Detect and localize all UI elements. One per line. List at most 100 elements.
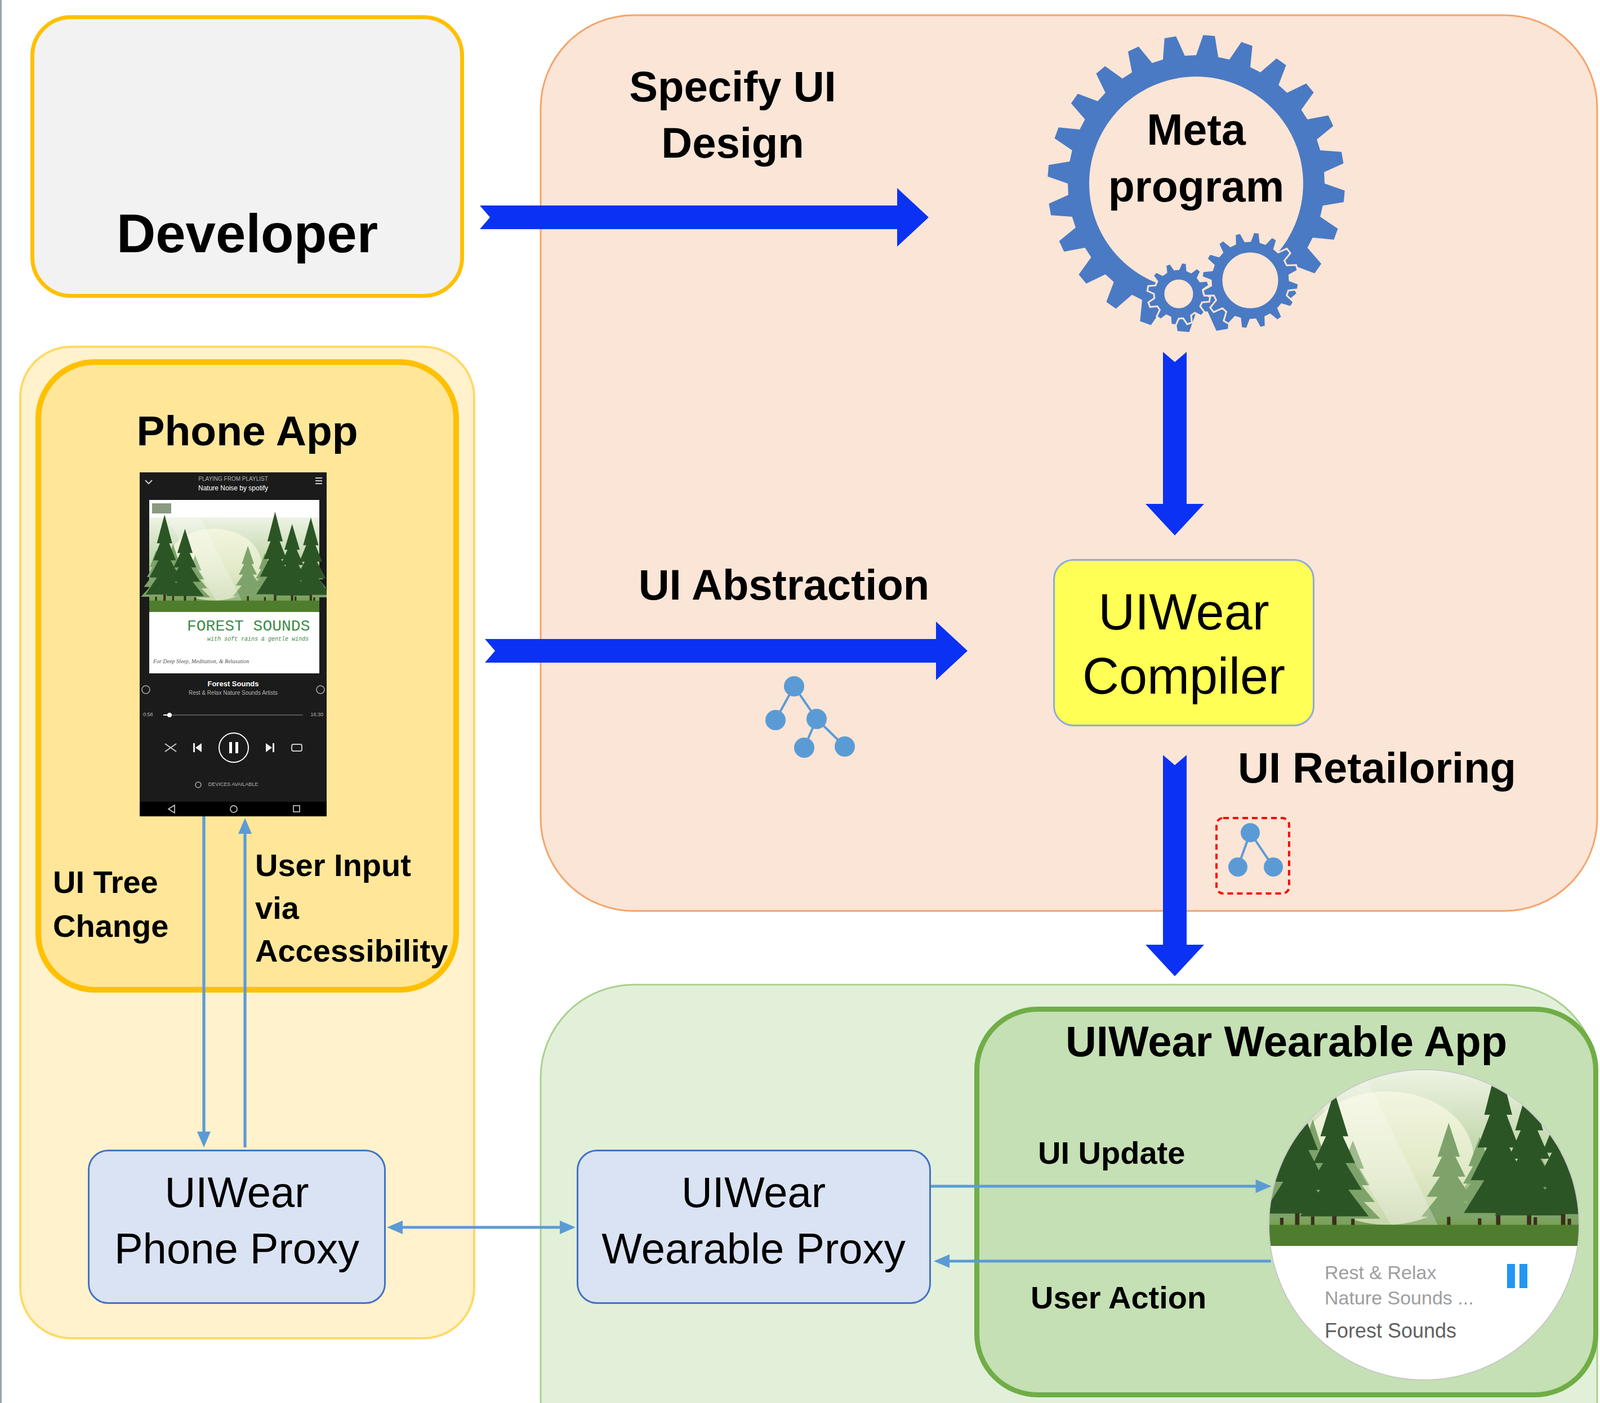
recent-icon bbox=[293, 805, 300, 813]
edge-label: UI Retailoring bbox=[1237, 742, 1588, 794]
pause-button bbox=[219, 733, 249, 763]
back-icon bbox=[168, 805, 175, 814]
nav-bar bbox=[139, 801, 327, 817]
developer-box: Developer bbox=[30, 15, 465, 298]
flow-arrow bbox=[479, 188, 929, 247]
node-label: Nature Noise by spotify bbox=[139, 484, 327, 493]
pause-bar bbox=[1507, 1264, 1515, 1289]
small-gear bbox=[1147, 262, 1211, 326]
text-frame: Forest Sounds bbox=[1324, 1318, 1494, 1344]
node-label: 0:58 bbox=[143, 711, 163, 719]
node-label: UIWear Wearable Proxy bbox=[593, 1164, 915, 1278]
tree-tier bbox=[166, 572, 204, 597]
text-frame: DEVICES AVAILABLE bbox=[139, 781, 327, 788]
chevron-icon bbox=[145, 480, 153, 484]
page-edge-line bbox=[0, 0, 2, 1403]
gear-node: Meta program bbox=[1045, 32, 1348, 335]
compiler-box: UIWear Compiler bbox=[1053, 559, 1315, 727]
retailored-tree-icon bbox=[1216, 818, 1290, 894]
menu-icon bbox=[315, 480, 323, 482]
next-icon bbox=[272, 743, 275, 753]
node-label: UIWear Wearable App bbox=[974, 1015, 1599, 1068]
node-outline bbox=[977, 1009, 1597, 1396]
label-frame: User Input via Accessibility bbox=[255, 844, 456, 973]
album-cover bbox=[149, 500, 320, 674]
text-frame: Nature Noise by spotify bbox=[139, 484, 327, 493]
proxy-box: UIWear Phone Proxy bbox=[87, 1150, 386, 1305]
phone-screen: PLAYING FROM PLAYLISTNature Noise by spo… bbox=[139, 472, 327, 817]
forest-sky bbox=[149, 517, 320, 613]
node-label: with soft rains & gentle winds bbox=[207, 636, 318, 644]
node-label: PLAYING FROM PLAYLIST bbox=[139, 475, 327, 483]
phone-screenshot bbox=[139, 472, 327, 817]
tree-dot bbox=[765, 710, 786, 731]
link-arrow bbox=[930, 1179, 1272, 1194]
progress-knob bbox=[167, 712, 172, 718]
node-label: Forest Sounds bbox=[139, 679, 327, 689]
forest-picture bbox=[140, 511, 327, 613]
node-label: Phone App bbox=[35, 405, 459, 457]
tree-dot bbox=[1228, 857, 1248, 877]
progress-track bbox=[163, 714, 303, 716]
phone-region bbox=[20, 346, 475, 1339]
node-label: 16:30 bbox=[302, 711, 324, 719]
text-frame: Rest & Relax Nature Sounds ... bbox=[1324, 1260, 1494, 1312]
tree-dot bbox=[1240, 823, 1260, 843]
label-frame: UI Retailoring bbox=[1237, 742, 1588, 794]
tree-dot bbox=[783, 676, 805, 697]
forest-sky bbox=[1269, 1070, 1579, 1247]
text-frame: Phone App bbox=[35, 405, 459, 457]
node-label: Rest & Relax Nature Sounds Artists bbox=[156, 689, 310, 697]
devices-icon bbox=[195, 782, 202, 788]
text-frame: For Deep Sleep, Meditation, & Relaxation bbox=[153, 658, 317, 666]
pause-bar bbox=[1519, 1264, 1528, 1289]
pause-bar bbox=[235, 742, 239, 754]
forest-ground bbox=[149, 600, 320, 613]
text-frame: UIWear Compiler bbox=[1059, 580, 1308, 709]
tree-dot bbox=[834, 736, 855, 757]
label-frame: Specify UI Design bbox=[614, 58, 851, 172]
gear-hole bbox=[1223, 253, 1278, 308]
tree-tier bbox=[1299, 1171, 1369, 1218]
link-arrow bbox=[933, 1254, 1272, 1269]
menu-icon bbox=[315, 483, 323, 485]
node-label: Rest & Relax Nature Sounds ... bbox=[1324, 1260, 1494, 1312]
tree-dot bbox=[806, 709, 827, 730]
watch-face: Rest & Relax Nature Sounds ... Forest Sou… bbox=[1268, 1069, 1580, 1381]
node-label: Developer bbox=[34, 201, 461, 266]
node-label: UIWear Compiler bbox=[1059, 580, 1308, 709]
tree-tier bbox=[291, 567, 327, 595]
gear-ring bbox=[1047, 34, 1345, 332]
forest-ground bbox=[1269, 1225, 1579, 1247]
node-label: For Deep Sleep, Meditation, & Relaxation bbox=[153, 658, 317, 666]
edge-label: User Input via Accessibility bbox=[255, 844, 456, 973]
text-frame: 16:30 bbox=[302, 711, 324, 719]
previous-icon bbox=[193, 743, 195, 753]
edge-label: User Action bbox=[1030, 1278, 1245, 1318]
flow-arrow bbox=[484, 621, 968, 681]
text-frame: Rest & Relax Nature Sounds Artists bbox=[156, 689, 310, 697]
home-icon bbox=[230, 805, 238, 813]
flow-arrow bbox=[1145, 755, 1205, 977]
link-arrow bbox=[386, 1220, 576, 1235]
light-ray bbox=[1300, 1070, 1440, 1229]
node-label: Forest Sounds bbox=[1324, 1318, 1494, 1344]
small-gear bbox=[1201, 232, 1299, 329]
tree-dot bbox=[794, 737, 815, 759]
edge-label: Specify UI Design bbox=[614, 58, 851, 172]
label-frame: UI Abstraction bbox=[614, 559, 953, 611]
node-outline bbox=[38, 362, 457, 991]
tree-icon bbox=[765, 676, 855, 759]
proxy-box: UIWear Wearable Proxy bbox=[576, 1150, 931, 1305]
previous-icon bbox=[195, 743, 202, 753]
text-frame: 0:58 bbox=[143, 711, 163, 719]
wearable-app-box: Rest & Relax Nature Sounds ... Forest Sou… bbox=[974, 1006, 1599, 1398]
text-frame: with soft rains & gentle winds bbox=[207, 636, 318, 644]
flow-arrow bbox=[1145, 351, 1205, 536]
light-ray bbox=[166, 517, 243, 603]
label-frame: UI Update bbox=[1037, 1134, 1252, 1173]
node-label: DEVICES AVAILABLE bbox=[139, 781, 327, 788]
add-icon bbox=[141, 685, 150, 694]
shuffle-icon bbox=[165, 743, 177, 752]
